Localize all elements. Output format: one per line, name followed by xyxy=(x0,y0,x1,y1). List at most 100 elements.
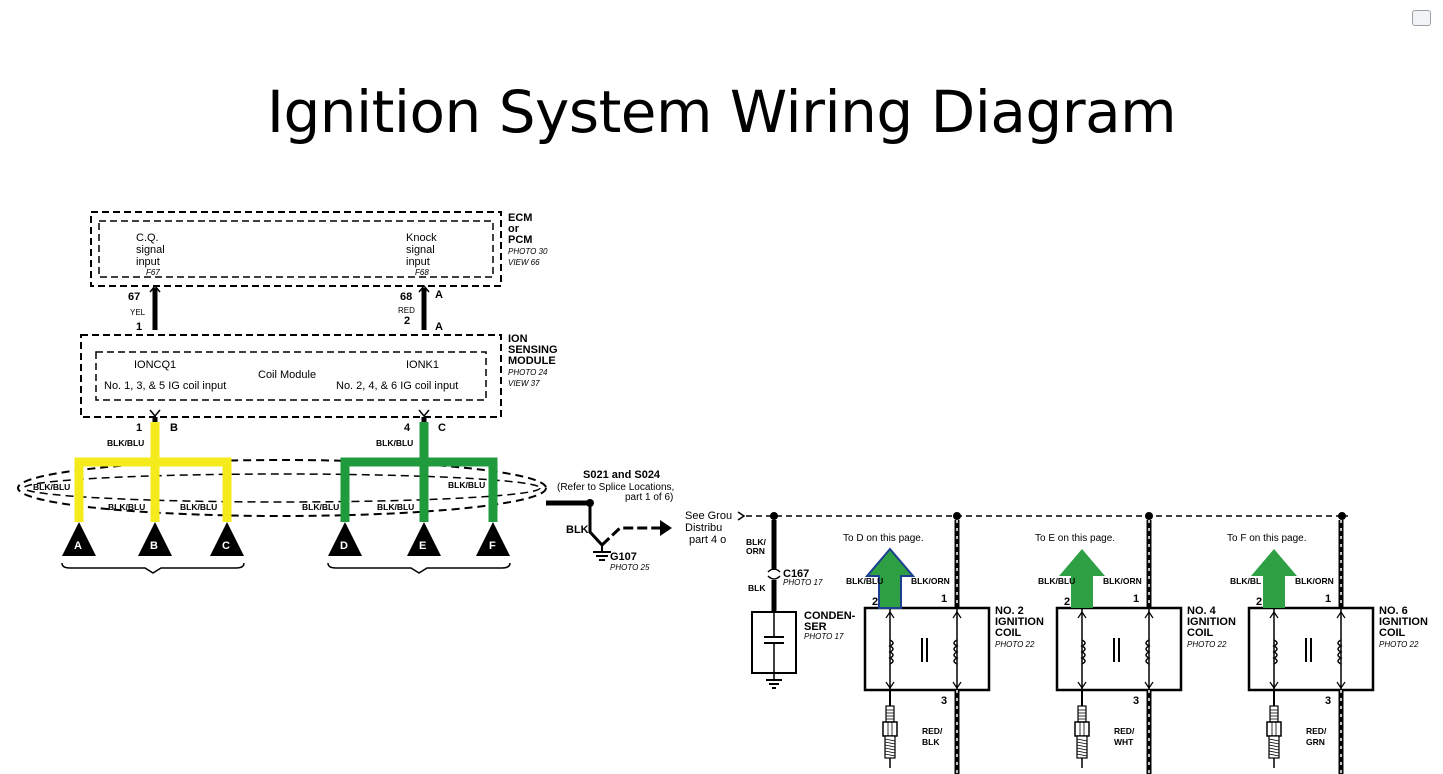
pin-b: B xyxy=(170,422,178,434)
connector-e: E xyxy=(407,522,441,556)
knock-line-1: Knock xyxy=(406,232,437,244)
wire-2: 2 xyxy=(404,315,410,327)
coil-module: Coil Module xyxy=(258,369,316,381)
ion-view: VIEW 37 xyxy=(508,379,540,388)
harness-labels: BLK/BLU BLK/BLU BLK/BLU BLK/BLU BLK/BLU … xyxy=(33,480,485,512)
coil-pin-left: 2 xyxy=(1256,596,1262,608)
cond-label-1: CONDEN- xyxy=(804,610,856,622)
cond-c167-photo: PHOTO 17 xyxy=(783,578,823,587)
wire-1: 1 xyxy=(136,321,142,333)
coil-left-wire: BLK/BLU xyxy=(846,576,883,586)
knock-pin: F68 xyxy=(415,268,429,277)
wire-67: 67 xyxy=(128,291,140,303)
coil-arrow-text: To E on this page. xyxy=(1035,533,1115,544)
cq-pin: F67 xyxy=(146,268,160,277)
coil-pin-bottom: 3 xyxy=(1325,695,1331,707)
ecm-box: ECM or PCM PHOTO 30 VIEW 66 C.Q. signal … xyxy=(90,211,548,287)
coil-pin-left: 2 xyxy=(872,596,878,608)
coil-out-wire: BLK xyxy=(922,737,940,747)
coil-pin-right: 1 xyxy=(941,593,947,605)
ground-photo: PHOTO 25 xyxy=(610,563,650,572)
image-icon[interactable] xyxy=(1412,10,1431,26)
harness-right-wire: BLK/BLU xyxy=(448,480,485,490)
coil-name-line: NO. 2 xyxy=(995,605,1024,617)
green-arrow-icon xyxy=(1251,549,1297,608)
knock-line-2: signal xyxy=(406,244,435,256)
knock-line-3: input xyxy=(406,256,430,268)
svg-text:F: F xyxy=(489,540,496,552)
svg-text:A: A xyxy=(74,540,82,552)
splice-ground: S021 and S024 (Refer to Splice Locations… xyxy=(546,469,732,572)
coil-pin-bottom: 3 xyxy=(941,695,947,707)
cq-line-1: C.Q. xyxy=(136,232,159,244)
green-arrow-icon xyxy=(1059,549,1105,608)
ion-module-box: ION SENSING MODULE PHOTO 24 VIEW 37 IONC… xyxy=(80,333,558,418)
svg-text:E: E xyxy=(419,540,426,552)
connector-b: B xyxy=(138,522,172,556)
splice-wire: BLK xyxy=(566,524,589,536)
coil-arrow-text: To D on this page. xyxy=(843,533,924,544)
coil-name-line: IGNITION xyxy=(995,616,1044,628)
splice-ref-2: part 1 of 6) xyxy=(625,492,673,503)
coil-out-wire: RED/ xyxy=(1114,726,1135,736)
condenser: BLK/ ORN C167 PHOTO 17 BLK CONDEN- SER P… xyxy=(746,520,856,689)
ecm-view: VIEW 66 xyxy=(508,258,540,267)
coil-arrow-text: To F on this page. xyxy=(1227,533,1307,544)
see-ground-2: Distribu xyxy=(685,522,722,534)
harness-left-wire: BLK/BLU xyxy=(33,482,70,492)
connector-a: A xyxy=(62,522,96,556)
pin-right-color: BLK/BLU xyxy=(376,438,413,448)
wire-a-top: A xyxy=(435,289,443,301)
coil-name-line: IGNITION xyxy=(1187,616,1236,628)
branch-label-1: BLK/BLU xyxy=(108,502,145,512)
pin-1: 1 xyxy=(136,422,142,434)
coil-name-line: IGNITION xyxy=(1379,616,1428,628)
coil-name-line: COIL xyxy=(995,627,1022,639)
ion-label-2: SENSING xyxy=(508,344,558,356)
coil-pin-left: 2 xyxy=(1064,596,1070,608)
coil-photo: PHOTO 22 xyxy=(1379,640,1419,649)
ion-label-3: MODULE xyxy=(508,355,556,367)
cond-c167: C167 xyxy=(783,568,809,580)
pin-4: 4 xyxy=(404,422,411,434)
ioncq1: IONCQ1 xyxy=(134,359,176,371)
coil-out-wire: RED/ xyxy=(922,726,943,736)
splice-label: S021 and S024 xyxy=(583,469,661,481)
see-ground-1: See Grou xyxy=(685,510,732,522)
coil-out-wire: RED/ xyxy=(1306,726,1327,736)
harness xyxy=(17,459,547,517)
coil-right-wire: BLK/ORN xyxy=(1295,576,1334,586)
cond-label-2: SER xyxy=(804,621,827,633)
svg-text:C: C xyxy=(222,540,230,552)
ground-g107: G107 xyxy=(610,551,637,563)
module-pins: 1 B 4 C BLK/BLU BLK/BLU xyxy=(107,417,446,448)
coil-pin-right: 1 xyxy=(1325,593,1331,605)
connector-triangles: A B C D E F xyxy=(61,522,511,574)
cq-line-3: input xyxy=(136,256,160,268)
connector-c: C xyxy=(210,522,244,556)
wire-a-bottom: A xyxy=(435,321,443,333)
connector-f: F xyxy=(476,522,510,556)
ecm-label-1: ECM xyxy=(508,212,532,224)
right-input: No. 2, 4, & 6 IG coil input xyxy=(336,380,458,392)
ecm-label-3: PCM xyxy=(508,234,532,246)
page-title: Ignition System Wiring Diagram xyxy=(266,78,1177,146)
spark-plug-icon xyxy=(1266,705,1282,768)
ecm-label-2: or xyxy=(508,223,520,235)
svg-text:B: B xyxy=(150,540,158,552)
cond-wire-bottom: BLK xyxy=(748,583,766,593)
coil-out-wire: WHT xyxy=(1114,737,1134,747)
coil-pin-bottom: 3 xyxy=(1133,695,1139,707)
connector-d: D xyxy=(328,522,362,556)
coil-right-wire: BLK/ORN xyxy=(1103,576,1142,586)
ecm-photo: PHOTO 30 xyxy=(508,247,548,256)
branch-label-2: BLK/BLU xyxy=(180,502,217,512)
coil-name-line: NO. 4 xyxy=(1187,605,1217,617)
pin-c: C xyxy=(438,422,446,434)
wire-red: RED xyxy=(398,306,415,315)
branch-label-3: BLK/BLU xyxy=(302,502,339,512)
wire-68: 68 xyxy=(400,291,412,303)
